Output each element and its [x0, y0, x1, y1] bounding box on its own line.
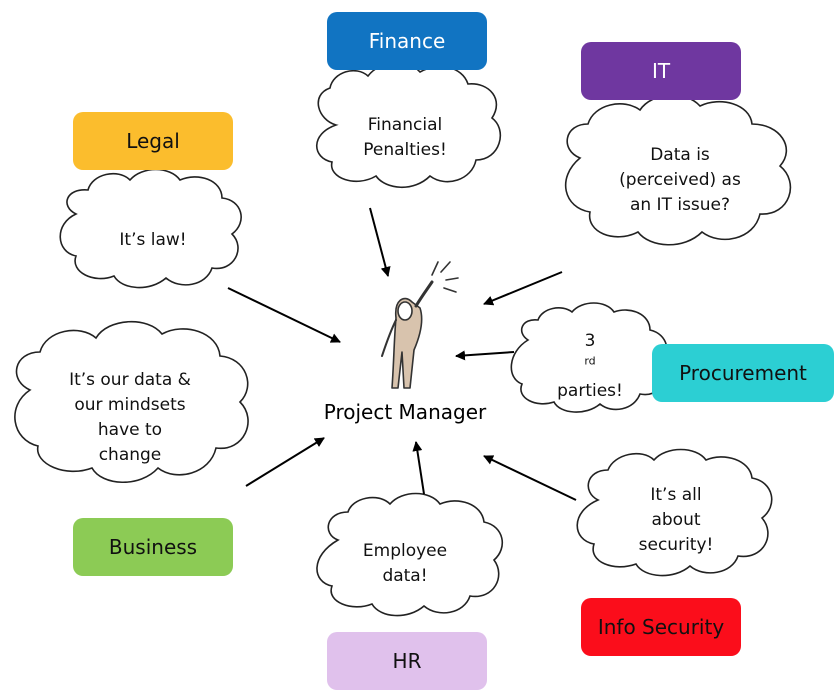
procurement-superscript: rd [584, 353, 596, 367]
arrow-hr [412, 441, 425, 495]
cloud-legal [59, 168, 242, 289]
cloud-procurement-line1: 3 rd [557, 329, 623, 379]
cloud-finance-text: Financial Penalties! [330, 100, 480, 175]
dept-legal: Legal [73, 112, 233, 170]
cloud-hr-line: data! [382, 566, 428, 586]
dept-info-security-label: Info Security [597, 615, 725, 639]
cloud-hr-line: Employee [362, 541, 448, 561]
cloud-finance-line: Financial [367, 114, 443, 135]
dept-procurement-label: Procurement [679, 361, 807, 385]
cloud-business-line: our mindsets [74, 395, 186, 415]
dept-finance-label: Finance [368, 29, 446, 53]
cloud-it-line: Data is [650, 144, 710, 165]
cloud-finance-line: Penalties! [363, 139, 447, 160]
cloud-business-text: It’s our data & our mindsets have to cha… [30, 360, 230, 476]
cloud-it-line: an IT issue? [629, 194, 731, 215]
dept-info-security: Info Security [581, 598, 741, 656]
cloud-hr [316, 492, 504, 617]
cloud-business-line: change [98, 445, 162, 465]
cloud-business-line: It’s our data & [69, 370, 191, 390]
cloud-info-security-line: security! [638, 534, 714, 555]
cloud-it-text: Data is (perceived) as an IT issue? [590, 130, 770, 230]
arrow-it [483, 271, 563, 306]
arrow-legal [227, 287, 341, 343]
procurement-number: 3 [584, 330, 596, 351]
cloud-legal-line: It’s law! [119, 229, 187, 250]
cloud-info-security-line: about [651, 509, 701, 530]
project-manager-figure [381, 261, 459, 389]
cloud-info-security-line: It’s all [650, 484, 702, 505]
cloud-procurement-text: 3 rd parties! [530, 328, 650, 404]
dept-legal-label: Legal [126, 129, 180, 153]
dept-finance: Finance [327, 12, 487, 70]
cloud-it-line: (perceived) as [619, 169, 741, 190]
dept-hr-label: HR [392, 649, 422, 673]
cloud-info-security-text: It’s all about security! [596, 470, 756, 570]
dept-business: Business [73, 518, 233, 576]
cloud-business [14, 320, 249, 484]
cloud-info-security [576, 448, 773, 577]
dept-procurement: Procurement [652, 344, 834, 402]
arrows [227, 207, 577, 501]
arrow-business [245, 437, 325, 487]
arrow-info-security [483, 455, 577, 501]
dept-it-label: IT [651, 59, 671, 83]
arrow-procurement [455, 350, 515, 361]
dept-hr: HR [327, 632, 487, 690]
cloud-hr-text: Employee data! [330, 526, 480, 602]
dept-it: IT [581, 42, 741, 100]
cloud-procurement-line2: parties! [557, 380, 623, 401]
arrow-finance [369, 207, 391, 277]
project-manager-label: Project Manager [323, 400, 487, 424]
cloud-business-line: have to [97, 420, 163, 440]
cloud-legal-text: It’s law! [78, 210, 228, 270]
cloud-finance [316, 61, 502, 188]
dept-business-label: Business [108, 535, 198, 559]
cloud-it [564, 94, 792, 246]
